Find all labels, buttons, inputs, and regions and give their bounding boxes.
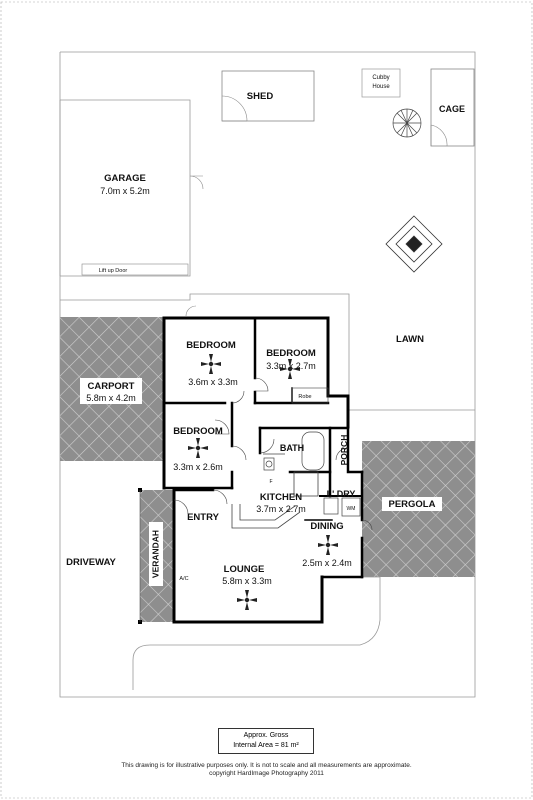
ceiling-fan-icon [201,354,221,374]
tree-icon [392,108,422,138]
bedroom1-label: BEDROOM [186,340,236,351]
ceiling-fan-icon [237,590,257,610]
carport-dimensions: 5.8m x 4.2m [86,393,136,403]
bath-fixtures [263,431,325,471]
lawn-label: LAWN [396,334,424,345]
cubby-label-2: House [372,84,390,90]
bath-label: BATH [280,443,304,453]
kitchen-label: KITCHEN [260,492,302,503]
garage-dimensions: 7.0m x 5.2m [100,186,150,196]
driveway-label: DRIVEWAY [66,557,116,568]
laundry-fixtures [323,497,361,517]
bedroom2-label: BEDROOM [266,348,316,359]
carport-label-bg [80,378,142,404]
door-swings [173,377,373,531]
pergola-label-bg [382,497,442,511]
house-door-arc [185,305,197,317]
ac-label: A/C [179,576,188,582]
property-boundary [59,51,476,698]
area-line-1: Approx. Gross [243,732,289,739]
lift-door-label: Lift up Door [99,268,128,274]
lounge-dimensions: 5.8m x 3.3m [222,576,272,586]
kitchen-dimensions: 3.7m x 2.7m [256,504,306,514]
area-line-2: Internal Area = 81 m² [233,742,299,749]
garage-door-swing [189,175,204,190]
footer: This drawing is for illustrative purpose… [0,762,533,778]
copyright-text: copyright HardImage Photography 2011 [209,770,324,777]
clothesline-icon [385,215,443,273]
robe-outline [291,387,329,404]
shed-label: SHED [247,91,274,102]
fridge-label: F [269,479,272,485]
cage-label: CAGE [439,104,465,114]
wm-label: WM [347,506,356,512]
verandah-label: VERANDAH [150,530,160,578]
cage-door [430,124,448,147]
bedroom2-dimensions: 3.3m x 2.7m [266,361,316,371]
cubby-label-1: Cubby [372,75,389,81]
bedroom3-dimensions: 3.3m x 2.6m [173,462,223,472]
garage-label: GARAGE [104,173,146,184]
cubby-outline [361,68,401,98]
area-box: Approx. Gross Internal Area = 81 m² [218,728,314,754]
shed-door [221,95,248,122]
lounge-label: LOUNGE [224,564,265,575]
lift-door [81,263,189,276]
cage-outline [430,68,475,147]
shed-outline [221,70,315,122]
robe-label: Robe [298,394,311,400]
ceiling-fan-icon [318,535,338,555]
curb-line [132,576,381,690]
kitchen-bench [231,471,319,529]
carport-label: CARPORT [88,381,135,392]
entry-label: ENTRY [187,512,220,523]
dining-dimensions: 2.5m x 2.4m [302,558,352,568]
pergola-label: PERGOLA [389,499,436,510]
dining-label: DINING [310,521,343,532]
bedroom3-label: BEDROOM [173,426,223,437]
garage-outline [60,99,191,277]
ceiling-fan-icon [188,438,208,458]
land-line-left [60,293,475,411]
disclaimer-text: This drawing is for illustrative purpose… [121,762,412,769]
verandah-label-bg [149,522,163,586]
bedroom1-dimensions: 3.6m x 3.3m [188,377,238,387]
laundry-label: L' DRY [327,489,356,499]
porch-label: PORCH [339,435,349,466]
ceiling-fan-icon [280,359,300,379]
